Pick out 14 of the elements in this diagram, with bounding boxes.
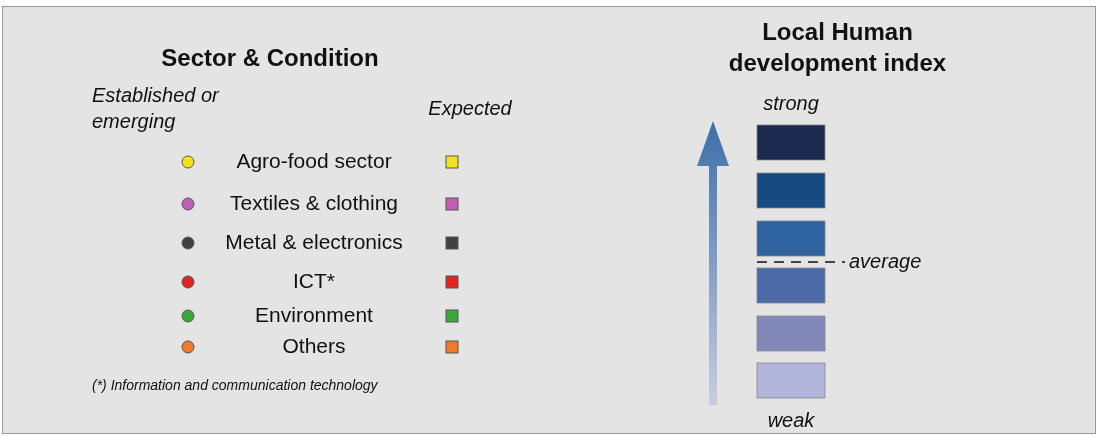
legend-label: Agro-food sector [235, 149, 393, 173]
heading: Sector & Condition [160, 43, 380, 73]
legend-label: Environment [254, 303, 374, 327]
legend-label: Metal & electronics [224, 230, 404, 254]
column-heading: Established or emerging [92, 83, 221, 134]
column-heading: Expected [427, 96, 513, 121]
scale-label: weak [766, 408, 816, 433]
legend-label: Textiles & clothing [228, 191, 400, 215]
scale-label: average [849, 249, 923, 274]
scale-label: strong [762, 91, 820, 116]
footnote: (*) Information and communication technology [92, 376, 379, 395]
legend-label: ICT* [292, 269, 336, 293]
legend-label: Others [281, 334, 347, 358]
heading: Local Human development index [727, 17, 948, 79]
